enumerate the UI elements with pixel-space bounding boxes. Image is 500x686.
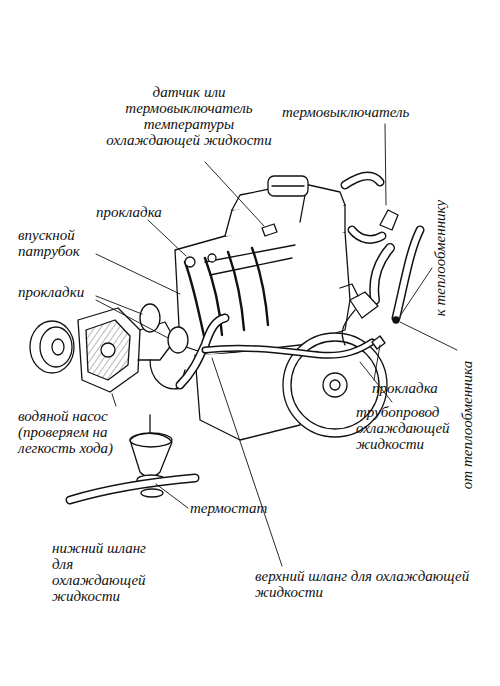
drawing-stroke [350,292,378,318]
drawing-stroke [212,358,282,566]
drawing-stroke [149,415,150,433]
gasket-label: прокладка [372,380,462,396]
gasket-label: прокладка [96,204,186,220]
drawing-stroke [208,254,216,262]
drawing-stroke [78,308,140,392]
drawing-stroke [374,248,390,300]
lower-hose-label: нижний шланг для охлаждающей жидкости [52,540,162,604]
sensor-label: датчик или термовыключатель температуры … [103,84,275,148]
drawing-stroke [168,327,188,353]
drawing-stroke [130,433,172,447]
drawing-stroke [272,185,304,186]
drawing-stroke [352,230,382,239]
drawing-stroke [372,336,385,349]
drawing-stroke [374,248,390,300]
drawing-stroke [112,394,116,406]
drawing-stroke [205,245,295,275]
drawing-stroke [205,342,372,355]
drawing-stroke [130,433,172,476]
from-heater-label: от теплообменника [459,361,475,489]
drawing-stroke [70,478,195,500]
heater-hoses [340,176,420,345]
drawing-stroke [156,484,188,508]
drawing-stroke [345,176,380,185]
drawing-stroke [385,124,386,205]
drawing-stroke [340,284,358,296]
drawing-stroke [342,310,355,345]
gaskets [140,304,188,353]
drawing-stroke [205,342,372,355]
drawing-stroke [393,317,399,323]
drawing-stroke [330,380,340,390]
water-pump [78,308,185,392]
drawing-stroke [101,343,115,357]
drawing-stroke [300,195,305,222]
drawing-stroke [96,254,180,294]
thermostat-label: термостат [190,500,280,516]
drawing-stroke [205,162,264,226]
drawing-stroke [96,296,168,338]
drawing-stroke [141,489,163,497]
drawing-stroke [400,322,457,350]
to-heater-label: к теплообменнику [432,200,448,317]
pulley [30,321,74,373]
switch-label: термовыключатель [282,104,422,120]
drawing-stroke [185,248,268,340]
drawing-stroke [140,304,160,332]
drawing-stroke [86,320,130,380]
intake-manifold [185,248,268,340]
drawing-stroke [352,230,382,239]
drawing-stroke [148,220,186,256]
drawing-stroke [185,257,195,267]
drawing-stroke [380,210,398,230]
drawing-stroke [400,268,432,316]
drawing-stroke [52,339,64,355]
drawing-stroke [70,478,195,500]
drawing-stroke [268,176,308,196]
lower-hose [70,478,195,500]
drawing-stroke [323,373,347,397]
upper-hose-label: верхний шланг для охлаждающей жидкости [255,568,485,600]
pump-label: водяной насос (проверяем на легкость ход… [18,408,126,456]
leader-lines [96,124,457,566]
pipe-label: трубопровод охлаждающей жидкости [356,404,456,452]
drawing-stroke [374,345,380,380]
drawing-stroke [345,176,380,185]
gaskets-label: прокладки [18,284,103,300]
drawing-stroke [40,327,72,367]
intake-label: впускной патрубок [18,227,98,259]
drawing-stroke [30,321,74,373]
coolant-pipe [205,336,385,355]
